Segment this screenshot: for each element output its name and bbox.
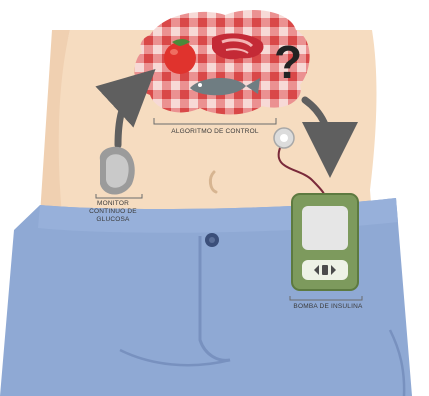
algorithm-label: ALGORITMO DE CONTROL <box>160 128 270 136</box>
question-mark-icon: ? <box>274 36 302 88</box>
pump-label: BOMBA DE INSULINA <box>283 303 373 311</box>
insulin-pump-icon <box>292 194 358 290</box>
monitor-label: MONITOR CONTINUO DE GLUCOSA <box>78 200 148 224</box>
infusion-set-icon <box>274 128 294 148</box>
glucose-sensor-icon <box>100 147 135 195</box>
